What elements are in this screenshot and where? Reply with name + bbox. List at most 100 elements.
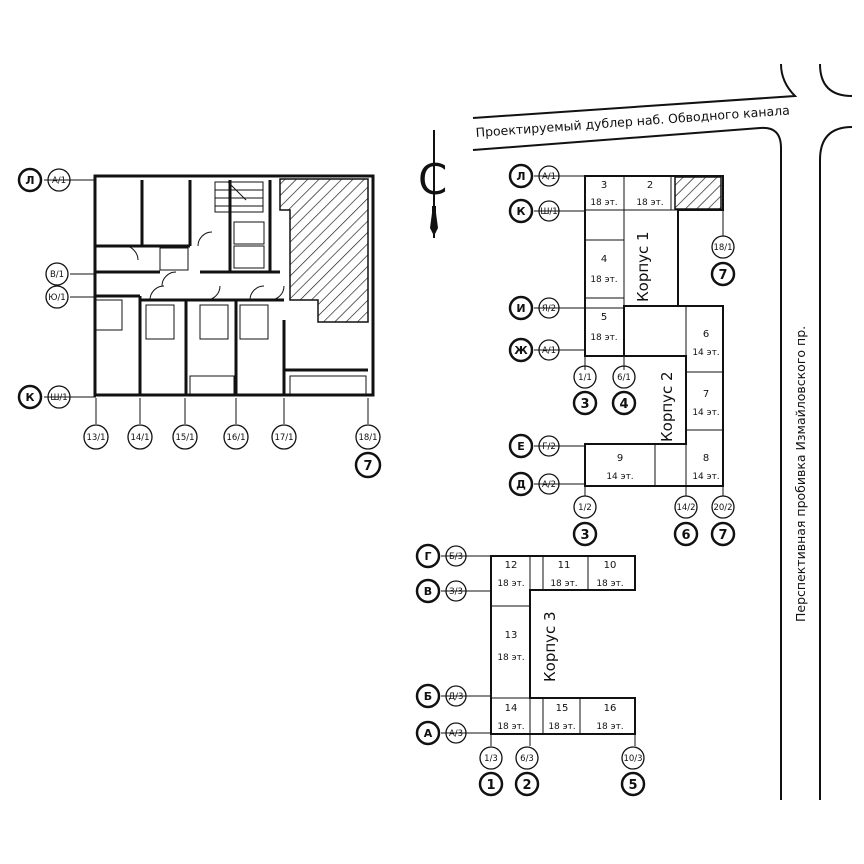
- section-number: 15: [556, 703, 569, 714]
- axis-big-number: 2: [522, 778, 531, 793]
- axis-big-number: 7: [718, 528, 727, 543]
- site-col-axis-14-2: [673, 495, 699, 547]
- axis-letter: Д: [516, 478, 526, 491]
- site-row-axis-b: [415, 683, 467, 709]
- axis-ref: Я/2: [542, 304, 556, 314]
- axis-ref: 15/1: [175, 433, 194, 443]
- axis-ref: А/1: [542, 172, 556, 182]
- axis-big-number: 3: [580, 528, 589, 543]
- section-number: 4: [601, 254, 607, 265]
- axis-big-number: 3: [580, 397, 589, 412]
- site-row-axis-g: [415, 543, 467, 569]
- section-floors: 18 эт.: [497, 722, 524, 732]
- axis-big-number: 5: [628, 778, 637, 793]
- axis-ref: Д/3: [449, 692, 464, 702]
- korpus-3-outline: [490, 555, 636, 735]
- section-number: 14: [505, 703, 518, 714]
- site-row-axis-zh: [508, 337, 560, 363]
- site-col-axis-6-1: [611, 365, 637, 416]
- axis-letter: И: [516, 302, 525, 315]
- street-label-top: Проектируемый дублер наб. Обводного кана…: [475, 103, 790, 140]
- axis-ref: З/3: [449, 587, 463, 597]
- building-label-korpus-3: Корпус 3: [541, 611, 559, 682]
- section-floors: 18 эт.: [497, 579, 524, 589]
- axis-ref: 1/1: [578, 373, 592, 383]
- site-row-axis-d: [508, 471, 560, 497]
- axis-ref: 14/2: [676, 503, 695, 513]
- axis-ref: 10/3: [623, 754, 642, 764]
- axis-ref: 1/3: [484, 754, 498, 764]
- axis-big-number: 6: [681, 528, 690, 543]
- section-floors: 14 эт.: [692, 408, 719, 418]
- axis-ref: 16/1: [226, 433, 245, 443]
- axis-ref: А/2: [542, 480, 556, 490]
- korpus-2-outline: [584, 305, 724, 487]
- site-col-axis-1-2: [572, 495, 598, 547]
- site-row-axis-a: [415, 720, 467, 746]
- axis-big-number: 1: [486, 778, 495, 793]
- building-label-korpus-1: Корпус 1: [634, 231, 652, 302]
- section-floors: 18 эт.: [596, 579, 623, 589]
- axis-letter: Г: [424, 550, 431, 563]
- axis-ref: Ш/1: [50, 393, 67, 403]
- section-number: 12: [505, 560, 518, 571]
- axis-letter: Е: [517, 440, 525, 453]
- floor-plan: [44, 174, 375, 424]
- axis-ref: Б/3: [449, 552, 463, 562]
- site-row-axis-l: [508, 163, 560, 189]
- section-floors: 18 эт.: [636, 198, 663, 208]
- axis-letter: Л: [516, 170, 525, 183]
- axis-letter: В: [424, 585, 432, 598]
- section-floors: 14 эт.: [606, 472, 633, 482]
- axis-ref: Ю/1: [48, 293, 65, 303]
- axis-letter: Б: [424, 690, 432, 703]
- axis-letter: Ж: [514, 344, 528, 357]
- site-row-axis-i: [508, 295, 560, 321]
- axis-ref: 13/1: [86, 433, 105, 443]
- north-arrow: [430, 130, 438, 238]
- section-number: 5: [601, 312, 607, 323]
- site-col-axis-1-1: [572, 365, 598, 416]
- axis-ref: 1/2: [578, 503, 592, 513]
- site-col-axis-20-2: [710, 495, 736, 547]
- site-col-axis-18-1: [710, 235, 736, 287]
- axis-ref: 6/1: [617, 373, 631, 383]
- site-col-axis-6-3: [514, 746, 540, 797]
- section-number: 8: [703, 453, 709, 464]
- axis-letter: А: [424, 727, 433, 740]
- axis-letter: Л: [25, 174, 34, 187]
- axis-letter: К: [26, 391, 35, 404]
- floor-plan-row-axis-k: К Ш/1: [17, 384, 71, 410]
- section-floors: 18 эт.: [590, 275, 617, 285]
- section-floors: 18 эт.: [590, 198, 617, 208]
- section-number: 13: [505, 630, 518, 641]
- section-number: 11: [558, 560, 571, 571]
- site-row-axis-v: [415, 578, 467, 604]
- street-label-right: Перспективная пробивка Измайловского пр.: [793, 326, 808, 622]
- section-number: 6: [703, 329, 709, 340]
- axis-ref: Г/2: [542, 442, 555, 452]
- section-floors: 14 эт.: [692, 348, 719, 358]
- axis-ref: 18/1: [358, 433, 377, 443]
- section-number: 3: [601, 180, 607, 191]
- floor-plan-row-axis-l: Л А/1: [17, 167, 71, 193]
- section-floors: 18 эт.: [550, 579, 577, 589]
- compass-label: С: [418, 155, 447, 204]
- section-number: 9: [617, 453, 623, 464]
- axis-big-number: 7: [718, 268, 727, 283]
- axis-ref: В/1: [50, 270, 64, 280]
- section-floors: 18 эт.: [596, 722, 623, 732]
- building-label-korpus-2: Корпус 2: [658, 371, 676, 442]
- axis-ref: А/3: [449, 729, 463, 739]
- axis-big-number: 7: [363, 459, 372, 474]
- site-col-axis-1-3: [478, 746, 504, 797]
- roads: [472, 63, 853, 800]
- axis-ref: 20/2: [713, 503, 732, 513]
- axis-ref: А/1: [52, 176, 66, 186]
- axis-ref: Ш/1: [540, 207, 557, 217]
- section-number: 7: [703, 389, 709, 400]
- axis-big-number: 4: [619, 397, 628, 412]
- korpus-1-outline: [584, 175, 724, 357]
- section-number: 10: [604, 560, 617, 571]
